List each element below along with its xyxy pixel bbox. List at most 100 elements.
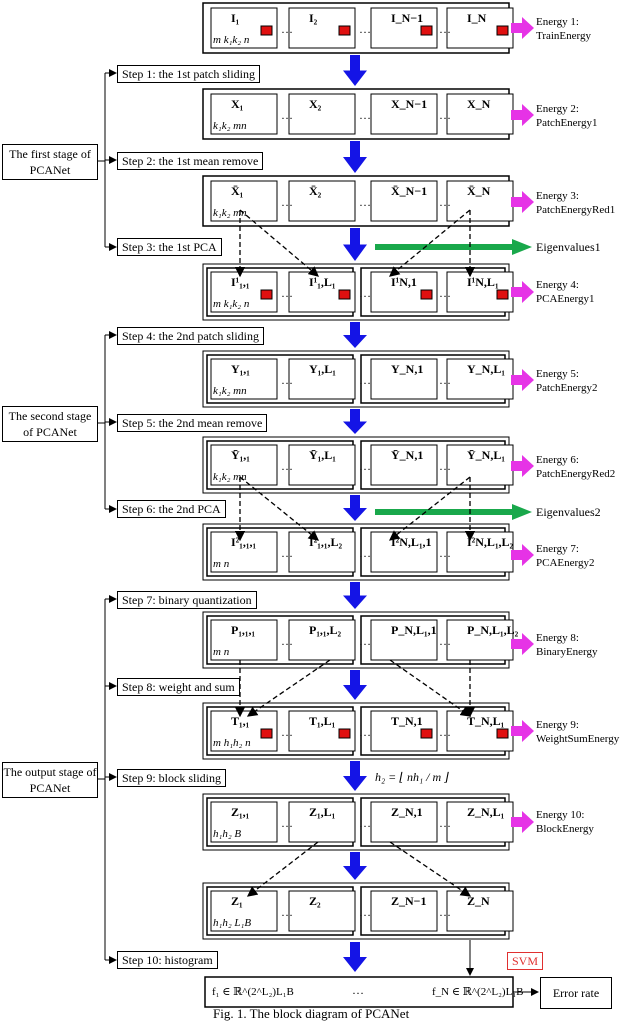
row-1-symbol-1: I₁ (231, 11, 240, 25)
row-6-symbol-4: Ȳ_N,L₁ (467, 448, 505, 462)
energy-3: Energy 3:PatchEnergyRed1 (536, 190, 616, 216)
patch-marker (496, 289, 509, 300)
row-2-symbol-1: X₁ (231, 97, 244, 111)
dashed-arrow (239, 209, 319, 277)
row-2-cell-4 (446, 93, 514, 135)
row-3-cell-1 (210, 180, 278, 222)
row-ellipsis: … (359, 816, 371, 830)
row-ellipsis: … (359, 905, 371, 919)
row-11-cell-3 (370, 890, 438, 932)
row-ellipsis: … (359, 373, 371, 387)
step-4: Step 4: the 2nd patch sliding (117, 327, 264, 345)
row-2-symbol-3: X_N−1 (391, 97, 428, 111)
step-5: Step 5: the 2nd mean remove (117, 414, 268, 432)
row-10-cell-3 (370, 801, 438, 843)
feature-box (204, 976, 514, 1008)
row-ellipsis: … (359, 108, 371, 122)
stage-second: The second stage of PCANet (2, 406, 98, 442)
blue-flow-arrow (343, 322, 367, 348)
row-10-cell-4 (446, 801, 514, 843)
row-5-symbol-2: Y₁,L₁ (309, 362, 336, 376)
row-ellipsis: … (439, 546, 451, 560)
row-ellipsis: … (359, 459, 371, 473)
row-ellipsis: … (281, 195, 293, 209)
energy-1: Energy 1:TrainEnergy (536, 16, 591, 42)
row-ellipsis: … (439, 22, 451, 36)
row-8-cell-4 (446, 619, 514, 661)
row-11-symbol-1: Z₁ (231, 894, 243, 908)
dashed-arrow (246, 659, 331, 717)
row-7-dims: m n (213, 558, 230, 570)
stage-output: The output stage of PCANet (2, 762, 98, 798)
row-10-cell-1 (210, 801, 278, 843)
feature-fN: f_N ∈ ℝ^(2^L₂)L₁B (432, 986, 524, 998)
row-6-symbol-2: Ȳ₁,L₁ (309, 448, 336, 462)
row-2-symbol-2: X₂ (309, 97, 322, 111)
energy-arrow (511, 17, 534, 39)
h2-formula: h₂ = ⌊ nh₁ / m ⌋ (375, 770, 449, 784)
row-ellipsis: … (439, 725, 451, 739)
row-3-cell-3 (370, 180, 438, 222)
patch-marker (338, 289, 351, 300)
row-ellipsis: … (281, 546, 293, 560)
row-2-cell-2 (288, 93, 356, 135)
patch-marker (338, 25, 351, 36)
row-7-cell-2 (288, 531, 356, 573)
row-3-cell-4 (446, 180, 514, 222)
row-10-symbol-1: Z₁,₁ (231, 805, 250, 819)
row-6-cell-3 (370, 444, 438, 486)
row-6-symbol-3: Ȳ_N,1 (391, 448, 424, 462)
row-8-symbol-4: P_N,L₁,L₂ (467, 623, 519, 637)
row-2-cell-1 (210, 93, 278, 135)
row-ellipsis: … (281, 725, 293, 739)
row-10-symbol-2: Z₁,L₁ (309, 805, 336, 819)
energy-arrow (511, 544, 534, 566)
row-5-cell-3 (370, 358, 438, 400)
row-8-cell-1 (210, 619, 278, 661)
row-11-dims: h₁h₂ L₁B (213, 917, 252, 929)
row-2-dims: k₁k₂ mn (213, 120, 247, 132)
blue-flow-arrow (343, 495, 367, 521)
dashed-arrow (389, 659, 472, 717)
dashed-arrow (388, 476, 471, 541)
row-3-cell-2 (288, 180, 356, 222)
row-ellipsis: … (439, 905, 451, 919)
row-9-symbol-3: T_N,1 (391, 714, 423, 728)
patch-marker (496, 728, 509, 739)
energy-10: Energy 10:BlockEnergy (536, 809, 594, 835)
row-ellipsis: … (281, 905, 293, 919)
patch-marker (338, 728, 351, 739)
energy-arrow (511, 720, 534, 742)
energy-6: Energy 6:PatchEnergyRed2 (536, 454, 616, 480)
energy-4: Energy 4:PCAEnergy1 (536, 279, 595, 305)
row-5-symbol-4: Y_N,L₁ (467, 362, 505, 376)
energy-arrow (511, 281, 534, 303)
row-ellipsis: … (359, 725, 371, 739)
row-5-symbol-3: Y_N,1 (391, 362, 424, 376)
row-4-dims: m k₁k₂ n (213, 298, 250, 310)
row-ellipsis: … (439, 108, 451, 122)
step-10: Step 10: histogram (117, 951, 218, 969)
eigenvalue-arrow (375, 239, 532, 255)
error-rate-box: Error rate (540, 977, 612, 1009)
patch-marker (420, 289, 433, 300)
row-ellipsis: … (281, 373, 293, 387)
energy-arrow (511, 455, 534, 477)
step-6: Step 6: the 2nd PCA (117, 500, 226, 518)
row-5-cell-2 (288, 358, 356, 400)
row-ellipsis: … (281, 459, 293, 473)
step-3: Step 3: the 1st PCA (117, 238, 222, 256)
blue-flow-arrow (343, 228, 367, 261)
row-7-symbol-4: I²N,L₁,L₂ (467, 535, 514, 549)
stage-first: The first stage of PCANet (2, 144, 98, 180)
row-1-symbol-3: I_N−1 (391, 11, 424, 25)
figure-caption: Fig. 1. The block diagram of PCANet (213, 1006, 410, 1021)
row-3-symbol-1: X̄₁ (231, 184, 244, 198)
patch-marker (260, 289, 273, 300)
row-6-symbol-1: Ȳ₁,₁ (231, 448, 250, 462)
row-1-symbol-2: I₂ (309, 11, 318, 25)
row-ellipsis: … (439, 373, 451, 387)
patch-marker (420, 728, 433, 739)
patch-marker (260, 25, 273, 36)
